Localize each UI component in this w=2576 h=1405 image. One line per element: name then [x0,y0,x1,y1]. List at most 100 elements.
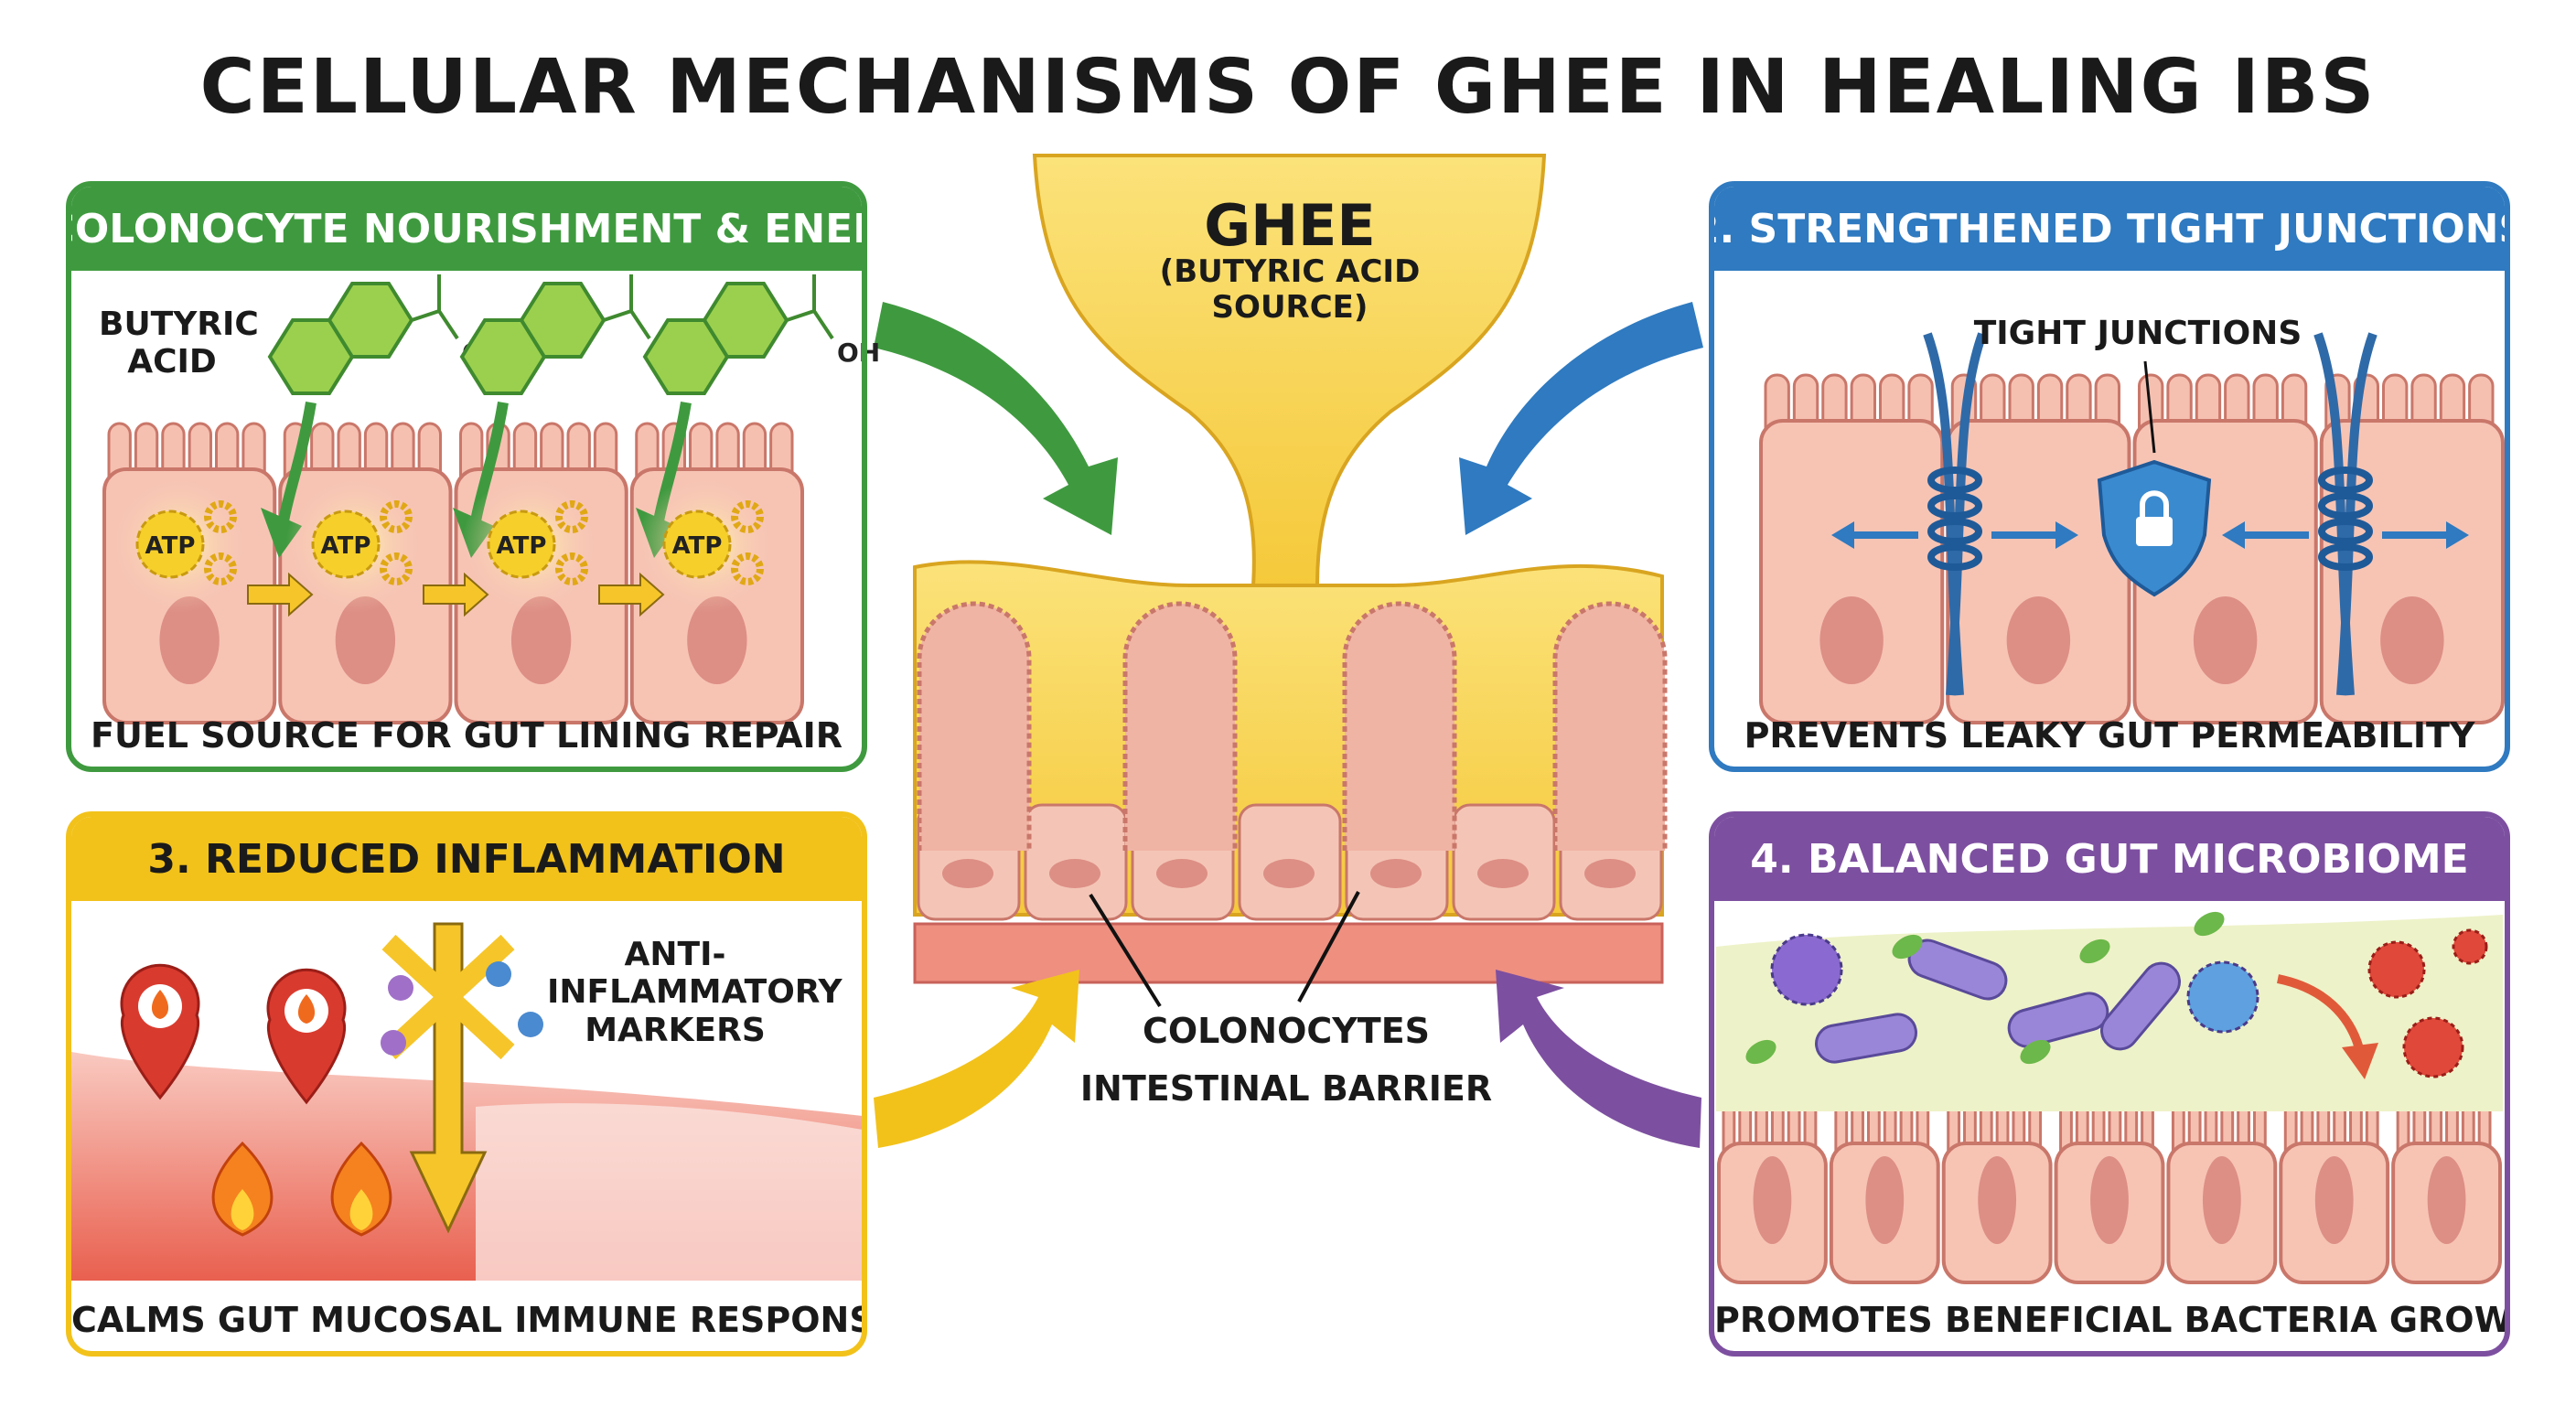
atp-icon [135,509,205,579]
oh-label: OH [837,338,880,368]
panel-balanced-microbiome: 4. BALANCED GUT MICROBIOME PROMOTES BENE… [1709,811,2510,1357]
down-arrow-icon [409,922,488,1234]
junction-knot [2318,467,2373,494]
arrowhead [2446,521,2469,549]
pointer-line [2143,360,2156,454]
nucleus [159,596,220,684]
carboxyl [411,274,459,340]
marker-molecule-icon [518,1012,543,1037]
marker-molecule-icon [381,1030,406,1056]
butyric-acid-label: BUTYRIC ACID [99,306,259,381]
nucleus [510,596,572,684]
red-arrow-icon [2276,974,2365,1054]
arrowhead [2055,521,2078,549]
epithelial-cell [2132,373,2318,724]
panel-heading: 1. COLONOCYTE NOURISHMENT & ENERGY [71,187,862,271]
junction-knot [2318,492,2373,520]
atp-label: ATP [672,532,723,560]
nucleus [1263,859,1315,888]
nucleus [2202,1156,2241,1244]
nucleus [687,596,747,684]
butyric-acid-molecule-icon: OH [642,274,880,395]
nucleus [1584,859,1636,888]
tight-junction-strand [1946,332,1987,696]
nucleus [1978,1156,2017,1244]
marker-molecule-icon [486,961,511,987]
fire-icon [151,990,169,1019]
junction-knot [1927,518,1982,545]
arrow-green-icon [874,302,1118,535]
panel-tight-junctions: 2. STRENGTHENED TIGHT JUNCTIONS TIGHT JU… [1709,181,2510,772]
epithelial-cell [1759,373,1945,724]
fire-icon [297,994,316,1024]
arrowhead [2342,1043,2378,1079]
junction-knot [2318,543,2373,571]
nucleus [1477,859,1529,888]
gear-icon [380,552,413,585]
intestinal-barrier-label: INTESTINAL BARRIER [1079,1068,1493,1109]
good-bacteria-icon [1770,933,1843,1006]
nucleus [1753,1156,1792,1244]
atp-label: ATP [145,532,196,560]
gear-icon [204,552,237,585]
junction-knot [2318,518,2373,545]
arrow-yellow-icon [874,970,1079,1148]
marker-molecule-icon [388,975,413,1001]
submucosa-layer [913,922,1664,984]
atp-label: ATP [497,532,547,560]
nucleus [2006,596,2071,684]
nucleus [1865,1156,1905,1244]
junction-knot [1927,543,1982,571]
harmful-bacteria-icon [2452,928,2488,965]
leaf-icon [2194,911,2225,937]
atp-label: ATP [321,532,371,560]
ghee-title: GHEE [1204,192,1376,259]
panel-reduced-inflammation: 3. REDUCED INFLAMMATION ANTI-INFLAMMATOR… [66,811,867,1357]
panel-heading: 3. REDUCED INFLAMMATION [71,817,862,901]
tight-junctions-label: TIGHT JUNCTIONS [1973,315,2302,352]
nucleus [942,859,993,888]
panel-footer: FUEL SOURCE FOR GUT LINING REPAIR [91,715,843,756]
intestinal-barrier-diagram [913,560,1668,1008]
panel-footer: CALMS GUT MUCOSAL IMMUNE RESPONSE [71,1300,867,1340]
arrow-purple-icon [1496,970,1701,1148]
harmful-bacteria-icon [2402,1016,2464,1078]
bacteria-rod-icon [1815,1013,1917,1064]
leaf-icon [1745,1039,1776,1065]
nucleus [2314,1156,2354,1244]
atp-icon [487,509,556,579]
arrowhead [1831,521,1854,549]
energy-arrow-icon [598,572,665,617]
nucleus [2090,1156,2129,1244]
harmful-bacteria-icon [2367,940,2426,999]
leaf-icon [2079,938,2110,964]
tight-junction-strand [2336,332,2377,696]
villus [1122,601,1238,851]
panel-heading: 4. BALANCED GUT MICROBIOME [1714,817,2505,901]
anti-inflammatory-label: ANTI-INFLAMMATORY MARKERS [547,936,843,1049]
nucleus [2380,596,2444,684]
junction-knot [1927,492,1982,520]
villus [917,601,1032,851]
good-bacteria-icon [2186,960,2259,1034]
gear-icon [731,500,764,533]
green-arrow-icon [278,402,317,523]
ghee-subtitle: (BUTYRIC ACID SOURCE) [1159,253,1421,327]
nucleus [2427,1156,2466,1244]
pointer-line [1089,893,1162,1008]
gear-icon [555,500,588,533]
panel-footer: PREVENTS LEAKY GUT PERMEABILITY [1744,715,2475,756]
cross-icon [381,934,515,1060]
epithelial-cell [2166,1096,2278,1284]
colonocytes-label: COLONOCYTES [1142,1011,1431,1051]
nucleus [335,596,396,684]
panel-heading: 2. STRENGTHENED TIGHT JUNCTIONS [1714,187,2505,271]
healing-tissue [476,1103,863,1281]
leaf-icon [2020,1039,2051,1065]
cell-body [2319,419,2505,724]
energy-arrow-icon [247,572,314,617]
lock-shackle [2140,490,2169,517]
cell-body [1759,419,1945,724]
lock-icon [2136,517,2173,546]
nucleus [1819,596,1884,684]
